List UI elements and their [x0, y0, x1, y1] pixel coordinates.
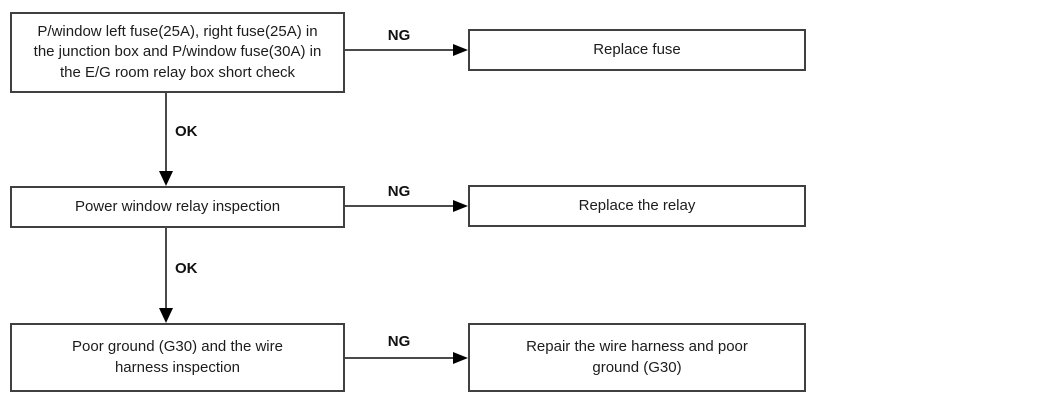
ng-label-1: NG [387, 27, 411, 44]
arrowhead-right-icon [453, 200, 468, 212]
ok-connector-line-2 [165, 227, 167, 309]
action-box-replace-relay: Replace the relay [468, 185, 806, 227]
arrowhead-right-icon [453, 352, 468, 364]
arrowhead-right-icon [453, 44, 468, 56]
ok-connector-line-1 [165, 93, 167, 172]
ok-label-1: OK [175, 123, 198, 140]
step-box-fuse-short-check: P/window left fuse(25A), right fuse(25A)… [10, 12, 345, 93]
action-box-replace-fuse: Replace fuse [468, 29, 806, 71]
step-box-ground-harness-inspection: Poor ground (G30) and the wire harness i… [10, 323, 345, 392]
ng-connector-line-3 [345, 357, 455, 359]
step-box-relay-inspection: Power window relay inspection [10, 186, 345, 228]
ng-connector-line-1 [345, 49, 455, 51]
ng-connector-line-2 [345, 205, 455, 207]
arrowhead-down-icon [159, 308, 173, 323]
ng-label-3: NG [387, 333, 411, 350]
arrowhead-down-icon [159, 171, 173, 186]
action-box-repair-harness-ground: Repair the wire harness and poor ground … [468, 323, 806, 392]
ok-label-2: OK [175, 260, 198, 277]
ng-label-2: NG [387, 183, 411, 200]
